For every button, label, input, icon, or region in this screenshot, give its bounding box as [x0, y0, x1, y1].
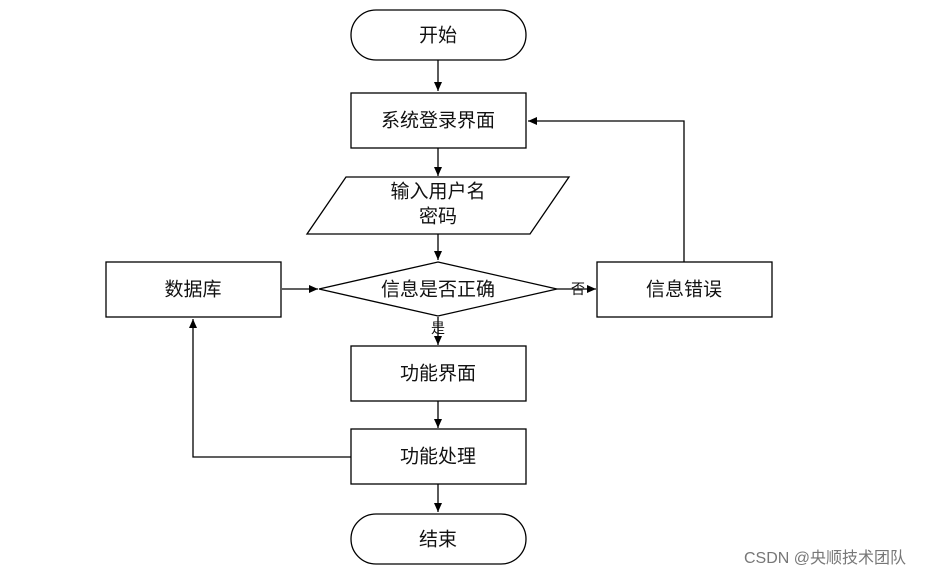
start-terminal: [350, 9, 527, 61]
error-label: 信息错误: [646, 279, 722, 301]
error-box: [596, 261, 773, 318]
database-box: [105, 261, 282, 318]
input-label-line2: 密码: [419, 206, 457, 228]
function-ui-label: 功能界面: [400, 363, 476, 385]
no-edge-label: 否: [571, 282, 585, 298]
end-terminal: [350, 513, 527, 565]
check-decision-diamond: [318, 261, 558, 317]
yes-edge-label: 是: [431, 321, 445, 337]
arrow-process-to-database: [189, 319, 351, 458]
login-screen-box: [350, 92, 527, 149]
function-process-box: [350, 428, 527, 485]
connectors: [189, 60, 685, 512]
start-label: 开始: [419, 25, 457, 47]
end-label: 结束: [419, 529, 457, 551]
database-label: 数据库: [164, 279, 221, 301]
input-parallelogram: [305, 176, 571, 235]
arrow-error-to-login: [528, 117, 685, 262]
check-label: 信息是否正确: [381, 279, 495, 301]
input-label-line1: 输入用户名: [390, 181, 485, 203]
function-ui-box: [350, 345, 527, 402]
function-process-label: 功能处理: [400, 446, 476, 468]
login-label: 系统登录界面: [381, 110, 495, 132]
csdn-watermark: CSDN @央顺技术团队: [744, 549, 906, 567]
